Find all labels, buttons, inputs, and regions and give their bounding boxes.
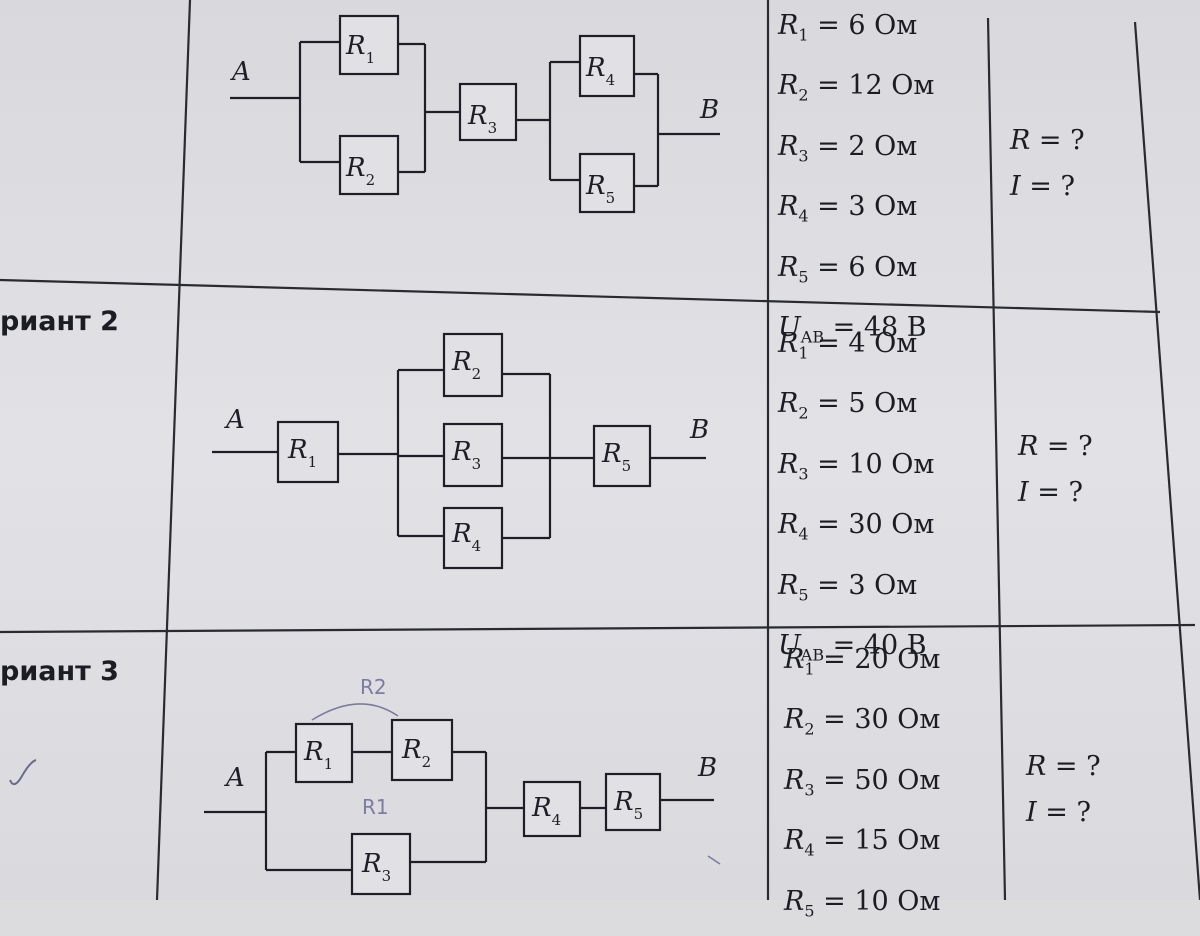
- resistor-r3-label: R3: [467, 101, 497, 137]
- table-divider-left: [155, 0, 192, 900]
- resistor-r4-label: R4: [531, 793, 561, 829]
- given-r2: R2 = 5 Ом: [778, 388, 918, 423]
- resistor-r2-box: [390, 718, 454, 782]
- given-r1: R1 = 4 Ом: [778, 328, 918, 363]
- row-divider-2: [0, 623, 1196, 634]
- circuit-variant-1: [230, 14, 720, 214]
- resistor-r5-label: R5: [601, 439, 631, 475]
- resistor-r4-label: R4: [451, 519, 481, 555]
- pencil-bracket: [311, 703, 399, 721]
- node-b-label: B: [689, 415, 709, 445]
- resistor-r4-label: R4: [585, 53, 615, 89]
- find-i: I = ?: [1026, 797, 1091, 828]
- table-divider-right: [1133, 21, 1200, 900]
- variant-3-label: риант 3: [0, 656, 119, 687]
- find-r: R = ?: [1010, 125, 1085, 156]
- find-r: R = ?: [1026, 751, 1101, 782]
- resistor-r5-box: [604, 772, 662, 832]
- given-r5: R5 = 3 Ом: [778, 569, 918, 604]
- circuit-table: A B R1 R2 R3 R4 R5 A B R1 R2 R3 R4 R5: [0, 0, 1200, 900]
- node-a-label: A: [230, 57, 251, 87]
- circuit-variant-3: [9, 703, 721, 896]
- resistor-r4-box: [442, 506, 504, 570]
- given-r2: R2 = 30 Ом: [784, 704, 941, 739]
- given-uab: UAB = 48 В: [778, 311, 927, 347]
- given-r3: R3 = 10 Ом: [778, 448, 935, 484]
- given-r4: R4 = 30 Ом: [778, 509, 935, 544]
- circuit-variant-2: [212, 332, 706, 570]
- find-i: I = ?: [1010, 171, 1075, 202]
- handwritten-note-r2: R2: [360, 675, 387, 699]
- given-list-variant-2: R1 = 4 Ом R2 = 5 Ом R3 = 10 Ом R4 = 30 О…: [778, 318, 934, 680]
- resistor-r5-label: R5: [613, 787, 643, 823]
- resistor-r3-label: R3: [361, 849, 391, 885]
- find-r: R = ?: [1018, 431, 1093, 462]
- resistor-r5-label: R5: [585, 171, 615, 207]
- resistor-r1-box: [338, 14, 400, 76]
- given-r4: R4 = 3 Ом: [778, 191, 918, 226]
- resistor-r3-label: R3: [451, 437, 481, 473]
- resistor-r4-box: [522, 780, 582, 838]
- resistor-r4-box: [578, 34, 636, 98]
- resistor-r1-box: [276, 420, 340, 484]
- given-list-variant-1: R1 = 6 Ом R2 = 12 Ом R3 = 2 Ом R4 = 3 Ом…: [778, 0, 934, 362]
- given-uab: UAB = 40 В: [778, 629, 927, 665]
- table-divider-find: [986, 17, 1007, 900]
- resistor-r1-label: R1: [345, 31, 375, 67]
- resistor-r5-box: [592, 424, 652, 488]
- resistor-r2-label: R2: [451, 347, 481, 383]
- resistor-r3-box: [442, 422, 504, 488]
- given-r4: R4 = 15 Ом: [784, 825, 941, 860]
- node-b-label: B: [699, 95, 719, 125]
- resistor-r5-box: [578, 152, 636, 214]
- find-list-variant-3: R = ? I = ?: [1026, 744, 1101, 836]
- resistor-r1-box: [294, 722, 354, 784]
- row-divider-1: [0, 278, 1161, 314]
- resistor-r2-box: [338, 134, 400, 196]
- given-r2: R2 = 12 Ом: [778, 70, 935, 105]
- handwritten-note-r1: R1: [362, 795, 389, 819]
- pencil-checkmark: [9, 759, 37, 786]
- given-r1: R1 = 20 Ом: [784, 644, 941, 679]
- given-r3: R3 = 2 Ом: [778, 130, 918, 166]
- find-i: I = ?: [1018, 477, 1083, 508]
- given-r5: R5 = 6 Ом: [778, 251, 918, 286]
- given-list-variant-3: R1 = 20 Ом R2 = 30 Ом R3 = 50 Ом R4 = 15…: [784, 634, 940, 936]
- resistor-r2-box: [442, 332, 504, 398]
- given-r3: R3 = 50 Ом: [784, 764, 941, 800]
- find-list-variant-2: R = ? I = ?: [1018, 424, 1093, 516]
- resistor-r1-label: R1: [303, 737, 333, 773]
- node-b-label: B: [697, 753, 717, 783]
- pencil-dash: [707, 855, 721, 865]
- given-r1: R1 = 6 Ом: [778, 10, 918, 45]
- resistor-r1-label: R1: [287, 435, 317, 471]
- resistor-r3-box: [350, 832, 412, 896]
- find-list-variant-1: R = ? I = ?: [1010, 118, 1085, 210]
- given-r5: R5 = 10 Ом: [784, 885, 941, 920]
- node-a-label: A: [224, 405, 245, 435]
- resistor-r3-box: [458, 82, 518, 142]
- resistor-r2-label: R2: [401, 735, 431, 771]
- variant-2-label: риант 2: [0, 306, 119, 337]
- resistor-r2-label: R2: [345, 153, 375, 189]
- node-a-label: A: [224, 763, 245, 793]
